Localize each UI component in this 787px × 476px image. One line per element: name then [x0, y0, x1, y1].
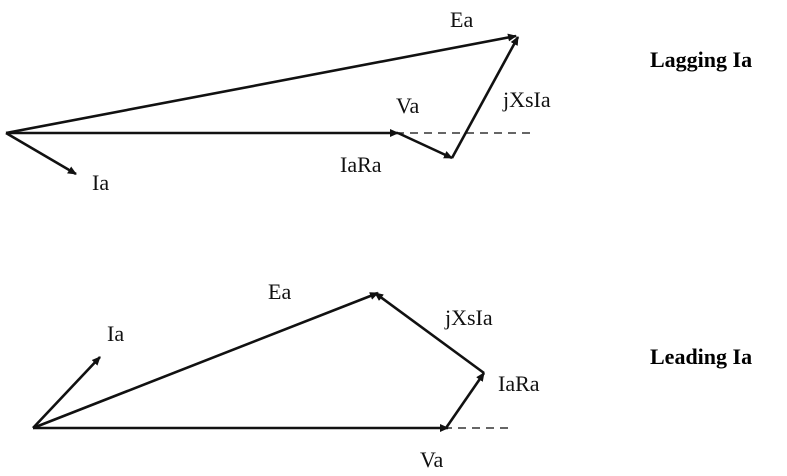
- lagging-ea-label: Ea: [450, 7, 473, 32]
- leading-iara-label: IaRa: [498, 371, 540, 396]
- lagging-ea-vector: [5, 33, 517, 135]
- leading-jxsia-label: jXsIa: [444, 305, 493, 330]
- lagging-iara-label: IaRa: [340, 152, 382, 177]
- leading-title: Leading Ia: [650, 344, 752, 369]
- lagging-va-label: Va: [396, 93, 419, 118]
- leading-ia-vector: [32, 356, 101, 429]
- lagging-jxsia-label: jXsIa: [502, 87, 551, 112]
- lagging-title: Lagging Ia: [650, 47, 752, 72]
- leading-ea-vector: [32, 291, 379, 430]
- lagging-iara-vector: [397, 131, 453, 160]
- leading-jxsia-vector: [374, 291, 485, 375]
- lagging-jxsia-vector: [450, 36, 520, 159]
- lagging-diagram: Ea Va Ia IaRa jXsIa Lagging Ia: [5, 7, 752, 195]
- leading-ea-label: Ea: [268, 279, 291, 304]
- leading-va-label: Va: [420, 447, 443, 472]
- lagging-ia-label: Ia: [92, 170, 109, 195]
- lagging-ia-vector: [5, 131, 77, 176]
- leading-iara-vector: [444, 372, 486, 429]
- leading-diagram: Ea Va Ia IaRa jXsIa Leading Ia: [32, 279, 752, 472]
- leading-ia-label: Ia: [107, 321, 124, 346]
